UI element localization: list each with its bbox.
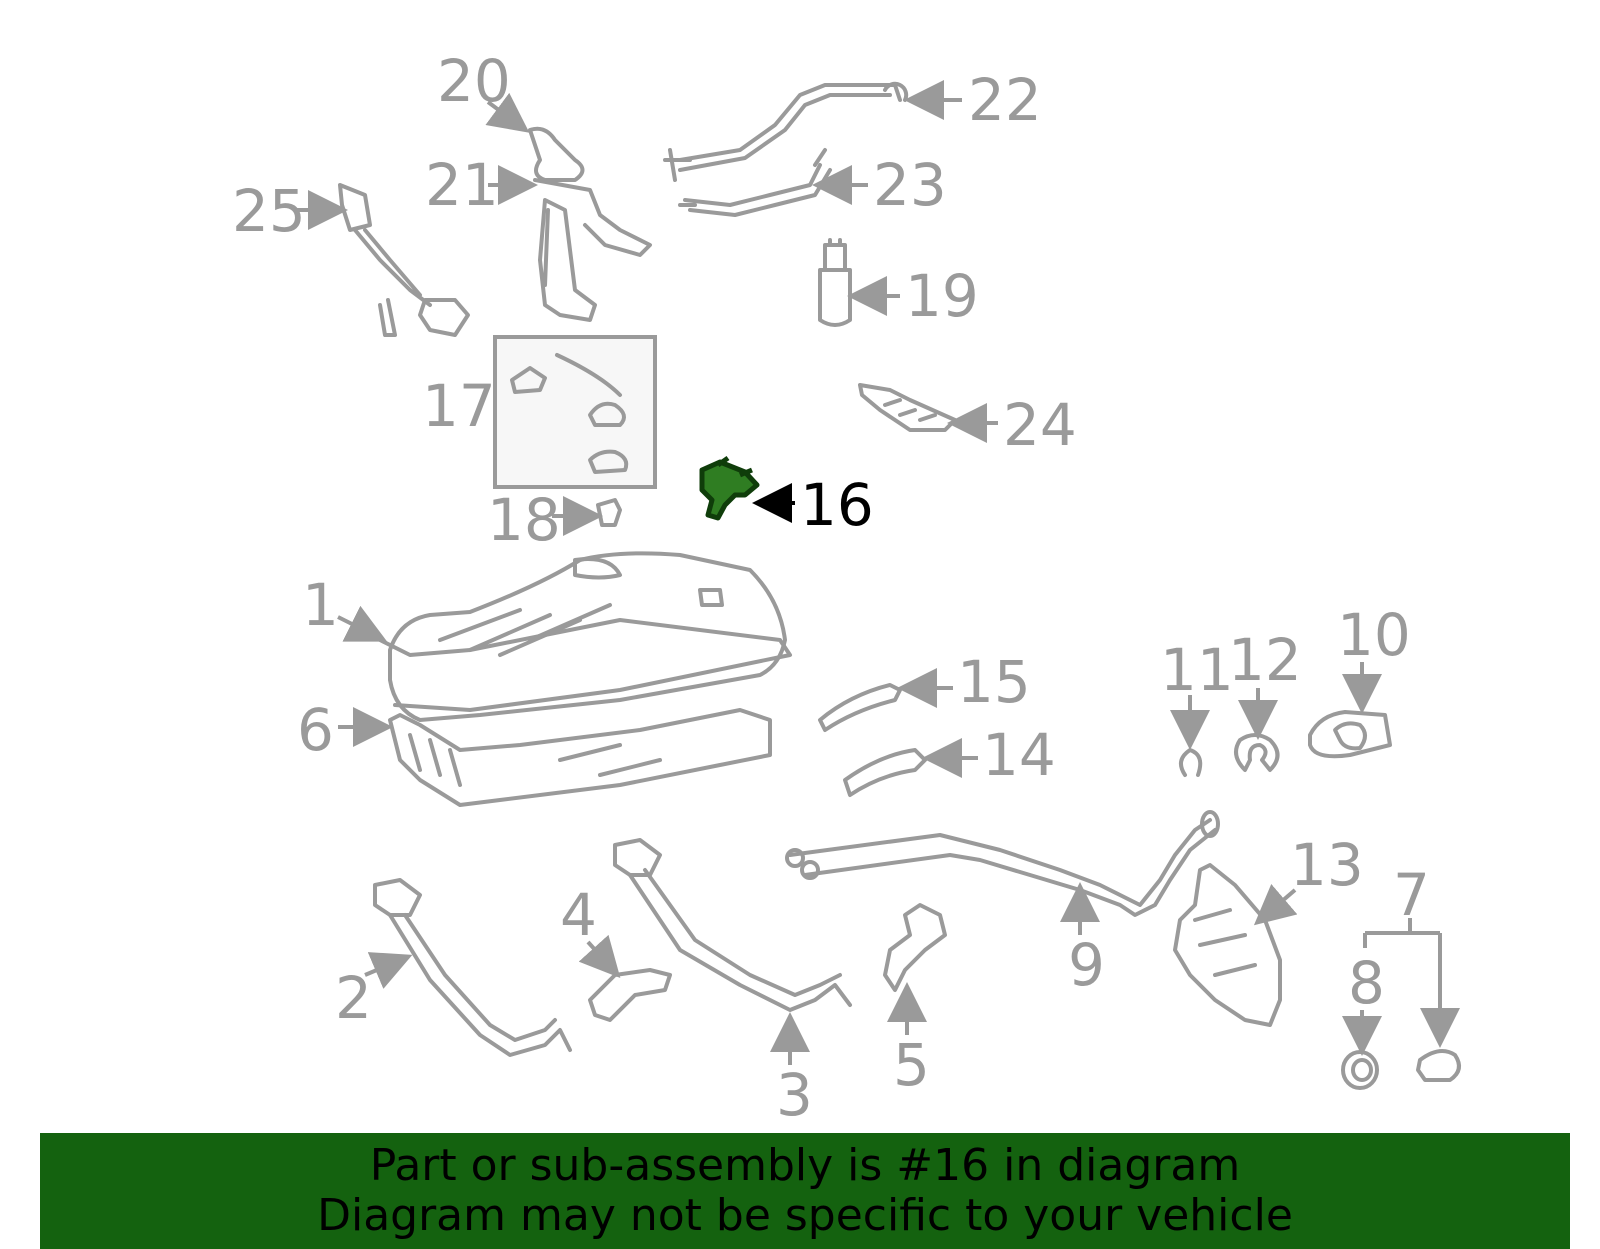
label-11: 11 xyxy=(1160,636,1234,750)
label-6: 6 xyxy=(297,696,393,764)
label-7: 7 xyxy=(1363,861,1440,1040)
svg-text:22: 22 xyxy=(968,66,1042,134)
label-16-highlighted: 16 xyxy=(752,471,874,539)
svg-text:24: 24 xyxy=(1003,391,1077,459)
part-6-tank-protector xyxy=(388,708,772,807)
svg-text:19: 19 xyxy=(905,262,979,330)
svg-text:16: 16 xyxy=(800,471,874,539)
part-15-hose xyxy=(818,683,902,732)
part-1-fuel-tank xyxy=(378,551,792,722)
label-19: 19 xyxy=(847,262,979,330)
label-15: 15 xyxy=(897,648,1031,716)
label-4: 4 xyxy=(560,881,621,978)
part-14-hose xyxy=(843,748,927,797)
parts-diagram: 20 21 25 22 23 19 24 17 18 16 1 6 xyxy=(232,47,1600,1129)
part-11-clip xyxy=(1179,748,1203,777)
svg-text:25: 25 xyxy=(232,177,306,245)
label-9: 9 xyxy=(1060,882,1105,999)
svg-text:10: 10 xyxy=(1337,601,1411,669)
svg-text:15: 15 xyxy=(957,648,1031,716)
svg-text:20: 20 xyxy=(437,47,511,115)
svg-text:6: 6 xyxy=(297,696,334,764)
label-17: 17 xyxy=(422,372,496,440)
svg-text:8: 8 xyxy=(1348,949,1385,1017)
part-13-shield xyxy=(1173,863,1282,1027)
banner-line-2: Diagram may not be specific to your vehi… xyxy=(317,1190,1293,1241)
part-17-kit-box xyxy=(493,335,657,489)
label-18: 18 xyxy=(487,486,603,554)
svg-text:18: 18 xyxy=(487,486,561,554)
part-3-strap xyxy=(613,838,852,1012)
label-24: 24 xyxy=(947,391,1077,459)
part-16-vent-valve-highlighted xyxy=(699,455,760,521)
label-25: 25 xyxy=(232,177,348,245)
part-10-filler-cap xyxy=(1308,710,1392,759)
banner-line-1: Part or sub-assembly is #16 in diagram xyxy=(369,1140,1241,1191)
svg-text:12: 12 xyxy=(1228,626,1302,694)
label-8: 8 xyxy=(1342,949,1385,1056)
svg-text:1: 1 xyxy=(302,571,339,639)
label-5: 5 xyxy=(887,982,930,1099)
label-1: 1 xyxy=(302,571,388,642)
label-22: 22 xyxy=(904,66,1042,134)
label-12: 12 xyxy=(1228,626,1302,740)
svg-text:17: 17 xyxy=(422,372,496,440)
part-20-21-pump-bracket xyxy=(528,126,652,322)
label-21: 21 xyxy=(425,151,538,219)
part-9-filler-pipe xyxy=(785,810,1220,917)
svg-text:3: 3 xyxy=(776,1061,813,1129)
part-22-23-hoses xyxy=(663,81,909,217)
label-13: 13 xyxy=(1253,831,1364,926)
info-banner: Part or sub-assembly is #16 in diagram D… xyxy=(40,1133,1570,1249)
svg-text:13: 13 xyxy=(1290,831,1364,899)
svg-text:14: 14 xyxy=(982,721,1056,789)
part-7-plug xyxy=(1416,1049,1461,1082)
svg-text:11: 11 xyxy=(1160,636,1234,704)
label-3: 3 xyxy=(770,1012,813,1129)
label-2: 2 xyxy=(335,952,413,1032)
part-18-valve xyxy=(596,498,622,527)
label-10: 10 xyxy=(1337,601,1411,714)
svg-text:21: 21 xyxy=(425,151,499,219)
svg-text:4: 4 xyxy=(560,881,597,949)
label-23: 23 xyxy=(812,151,947,219)
svg-text:9: 9 xyxy=(1068,931,1105,999)
part-4-bracket xyxy=(588,968,672,1022)
part-2-strap xyxy=(373,878,572,1057)
svg-text:5: 5 xyxy=(893,1031,930,1099)
svg-text:23: 23 xyxy=(873,151,947,219)
label-14: 14 xyxy=(922,721,1056,789)
part-12-clamp xyxy=(1234,733,1280,772)
svg-text:7: 7 xyxy=(1393,861,1430,929)
part-24-filter-plate xyxy=(858,383,957,432)
part-19-fuel-pump xyxy=(818,238,852,327)
part-5-bracket xyxy=(883,903,947,992)
label-20: 20 xyxy=(437,47,530,133)
part-8-grommet xyxy=(1341,1050,1379,1090)
